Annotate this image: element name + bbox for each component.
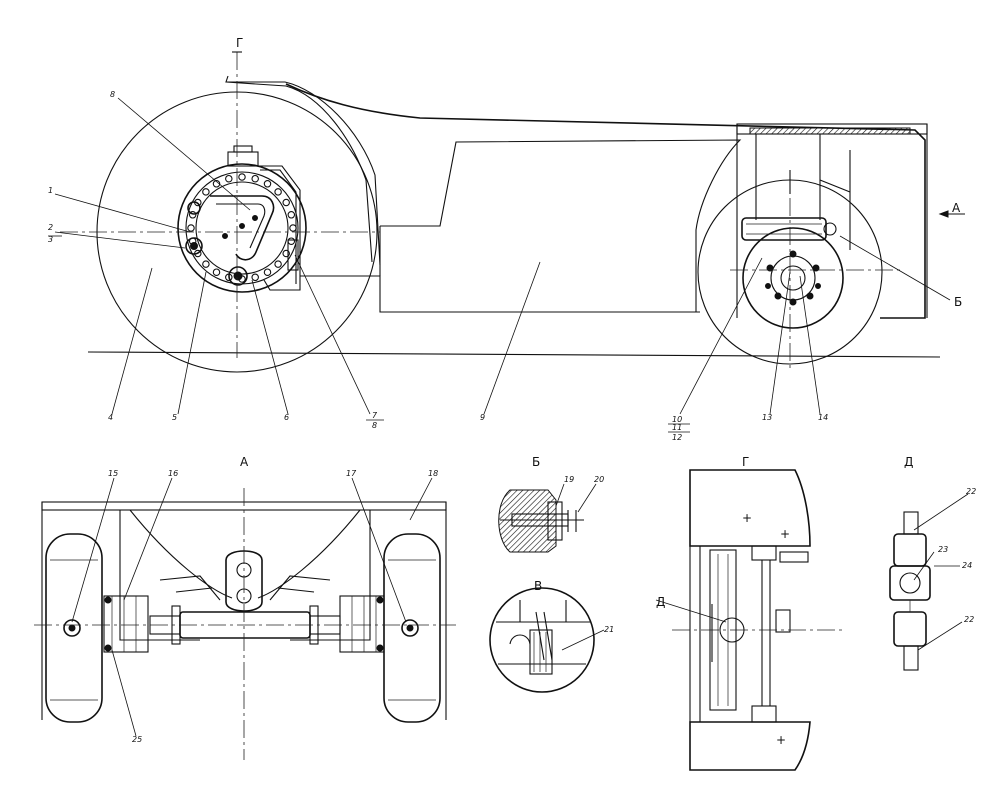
callout-8: 8 (110, 90, 115, 99)
callout-25: 25 (132, 735, 142, 744)
hub-bolt (282, 249, 290, 258)
callout-24: 24 (962, 561, 972, 570)
section-mark-g: Г (236, 36, 243, 50)
svg-text:+: + (780, 527, 790, 541)
callout-9: 9 (480, 413, 485, 422)
callout-19: 19 (564, 475, 574, 484)
callout-5: 5 (172, 413, 177, 422)
callout-7: 7 (372, 411, 378, 420)
side-view-leaders (48, 97, 951, 433)
side-view (60, 51, 965, 373)
mark-b: Б (954, 295, 962, 309)
hub-bolt (251, 273, 259, 282)
view-title-g: Г (742, 455, 749, 469)
view-title-d: Д (904, 455, 913, 469)
hub-bolt-ring (187, 173, 297, 283)
hub-bolt (263, 180, 272, 188)
callout-17: 17 (346, 469, 357, 478)
callout-1: 1 (48, 186, 53, 195)
hub-bolt (187, 224, 195, 232)
mark-d: Д (656, 595, 665, 609)
labels: Г А Б Д А Б В Г Д 8 1 2 3 4 5 6 7 8 9 10… (48, 36, 976, 744)
callout-14: 14 (818, 413, 828, 422)
callout-11: 11 (672, 423, 682, 432)
hub-bolt (274, 188, 282, 196)
callout-3: 3 (48, 235, 53, 244)
hub-bolt (274, 260, 282, 268)
callout-21: 21 (604, 625, 614, 634)
callout-6: 6 (284, 413, 289, 422)
callout-4: 4 (108, 413, 113, 422)
hub-bolt (287, 211, 296, 219)
callout-22-top: 22 (966, 487, 976, 496)
svg-text:+: + (742, 511, 752, 525)
hub-bolt (212, 268, 221, 276)
hub-bolt (202, 260, 210, 268)
view-g: + + + (655, 469, 844, 771)
hub-bolt (251, 174, 259, 183)
hub-bolt (289, 224, 297, 232)
callout-18: 18 (428, 469, 438, 478)
hub-bolt (282, 198, 290, 207)
callout-10: 10 (672, 415, 682, 424)
callout-2: 2 (48, 223, 53, 232)
view-v (489, 587, 605, 693)
svg-text:+: + (776, 733, 786, 747)
callout-13: 13 (762, 413, 772, 422)
hub-bolt (188, 211, 197, 219)
view-d (889, 493, 969, 671)
callout-22-bottom: 22 (964, 615, 974, 624)
view-title-b: Б (532, 455, 540, 469)
callout-12: 12 (672, 433, 682, 442)
hub-bolt (202, 188, 210, 196)
hub-bolt (263, 268, 272, 276)
hub-bolt (287, 237, 296, 245)
callout-15: 15 (108, 469, 118, 478)
view-b (498, 483, 597, 553)
callout-20: 20 (594, 475, 604, 484)
callout-23: 23 (938, 545, 948, 554)
hub-bolt (225, 174, 233, 183)
view-a (34, 477, 456, 760)
view-title-a: А (240, 455, 249, 469)
callout-8b: 8 (372, 421, 377, 430)
hub-bolt (238, 173, 246, 181)
view-title-v: В (534, 579, 542, 593)
callout-16: 16 (168, 469, 178, 478)
arrow-mark-a: А (952, 201, 961, 215)
